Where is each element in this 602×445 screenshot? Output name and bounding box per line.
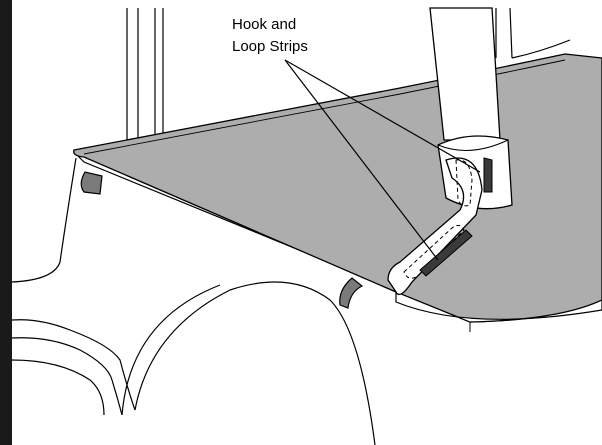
callout-line-1: Hook and bbox=[232, 16, 296, 33]
cart-body-lines bbox=[11, 157, 376, 445]
left-foot bbox=[80, 171, 103, 195]
strap bbox=[387, 157, 483, 296]
callout-line-2: Loop Strips bbox=[232, 38, 308, 55]
left-frame-bar bbox=[0, 0, 12, 445]
hook-loop-strip-upper bbox=[483, 157, 493, 193]
center-foot bbox=[339, 277, 364, 309]
stitching bbox=[403, 159, 473, 279]
clamp-top-rim bbox=[437, 139, 509, 151]
hook-loop-strip-lower bbox=[419, 229, 473, 277]
callout-leaders bbox=[284, 59, 481, 261]
rear-posts bbox=[126, 7, 571, 140]
